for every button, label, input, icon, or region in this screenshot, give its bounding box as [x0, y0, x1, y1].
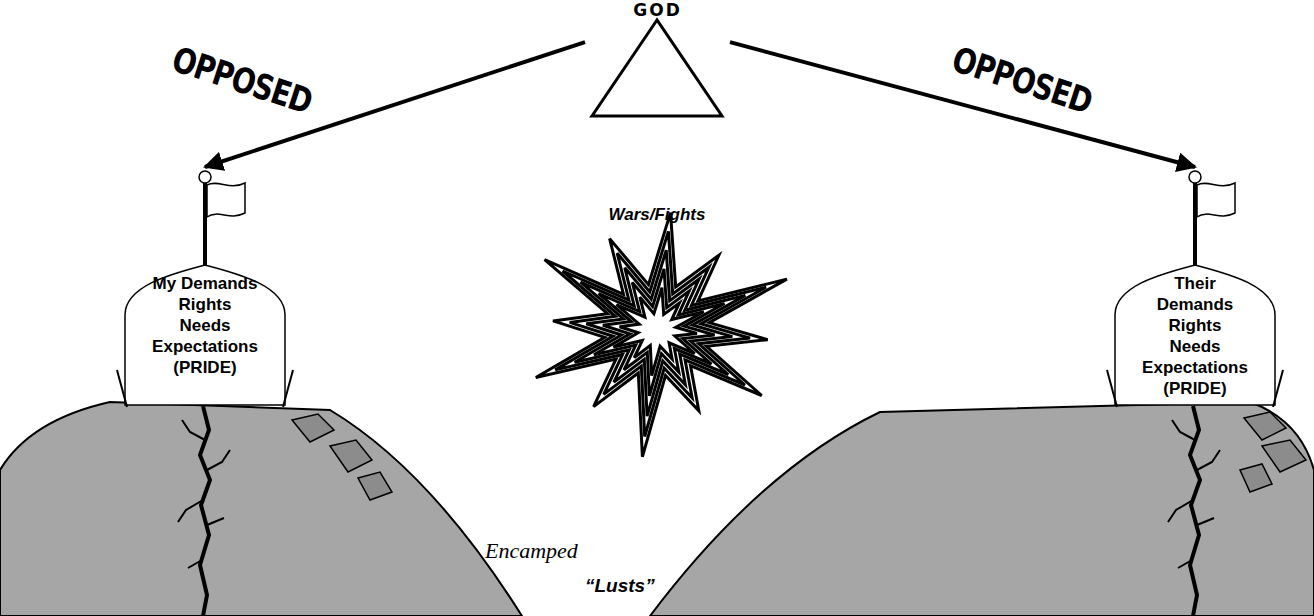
crack	[178, 420, 230, 568]
hill	[0, 402, 522, 616]
node-title: GOD	[585, 0, 730, 20]
rock	[292, 414, 334, 442]
node-text: Their Demands Rights Needs Expectations …	[1142, 273, 1248, 399]
starburst	[536, 213, 787, 457]
edge-label: OPPOSED	[167, 38, 317, 122]
god-triangle: GOD	[585, 2, 730, 120]
note-label: “Lusts”	[585, 575, 655, 597]
rock	[330, 440, 372, 472]
edge-label: OPPOSED	[947, 38, 1097, 122]
rock	[1244, 412, 1286, 440]
hill	[650, 402, 1314, 616]
tent-camp: My Demands Rights Needs Expectations (PR…	[115, 165, 295, 410]
note-label: Encamped	[485, 538, 578, 564]
rock	[1262, 440, 1306, 472]
starburst-ring	[613, 288, 703, 376]
rock	[1240, 464, 1272, 492]
rock	[358, 472, 392, 500]
crack	[1168, 420, 1220, 568]
starburst-ring	[594, 269, 725, 396]
starburst-ring	[575, 250, 746, 416]
node-text: My Demands Rights Needs Expectations (PR…	[152, 273, 258, 378]
starburst-ring	[555, 231, 766, 436]
starburst-ring	[536, 213, 787, 457]
conflict-label: Wars/Fights	[609, 205, 706, 225]
tent-camp: Their Demands Rights Needs Expectations …	[1105, 165, 1285, 410]
